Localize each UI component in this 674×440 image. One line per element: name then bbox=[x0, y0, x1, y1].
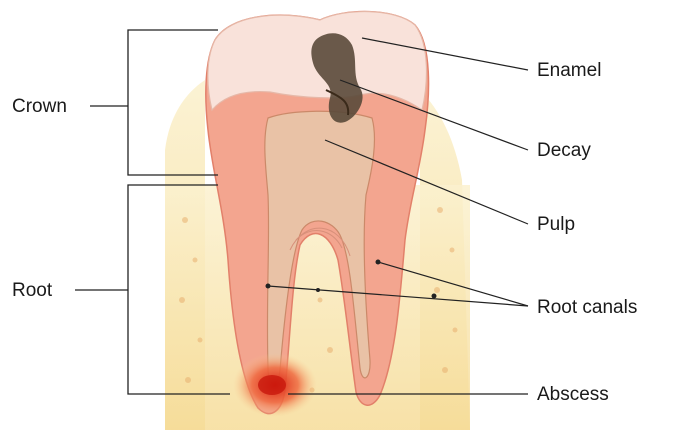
crown-label: Crown bbox=[12, 97, 67, 116]
root-label: Root bbox=[12, 281, 52, 300]
abscess-area bbox=[233, 353, 317, 417]
decay-label: Decay bbox=[537, 141, 591, 160]
enamel-label: Enamel bbox=[537, 61, 601, 80]
abscess-label: Abscess bbox=[537, 385, 609, 404]
pulp-label: Pulp bbox=[537, 215, 575, 234]
root-canals-label: Root canals bbox=[537, 298, 637, 317]
